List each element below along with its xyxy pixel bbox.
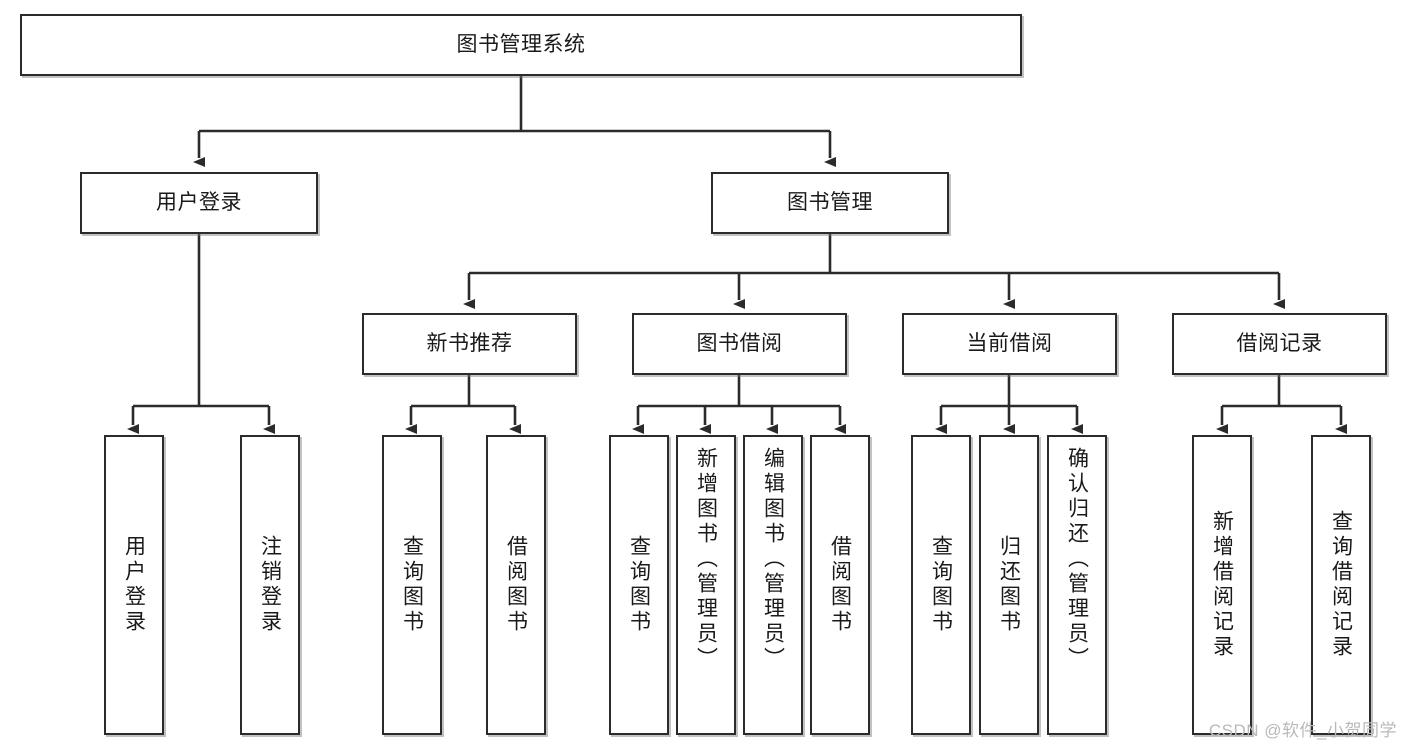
leaf-user-logout-label: 注销登录	[258, 535, 282, 635]
node-borrow-record[interactable]: 借阅记录	[1172, 313, 1387, 375]
watermark-text: CSDN @软件_小贺同学	[1208, 721, 1397, 740]
leaf-query-book-2-label: 查询图书	[627, 535, 651, 635]
node-book-manage[interactable]: 图书管理	[711, 172, 949, 234]
leaf-borrow-book-1-label: 借阅图书	[504, 535, 528, 635]
leaf-add-record-label: 新增借阅记录	[1210, 510, 1234, 660]
leaf-confirm-return-label: 确认归还（管理员）	[1065, 447, 1089, 672]
node-root-label: 图书管理系统	[456, 32, 586, 56]
node-current-borrow[interactable]: 当前借阅	[902, 313, 1117, 375]
node-current-borrow-label: 当前借阅	[966, 331, 1053, 355]
node-borrow-record-label: 借阅记录	[1236, 331, 1323, 355]
leaf-borrow-book-2-label: 借阅图书	[828, 535, 852, 635]
node-new-book-recommend-label: 新书推荐	[426, 331, 513, 355]
leaf-user-login[interactable]: 用户登录	[104, 435, 164, 735]
leaf-add-book[interactable]: 新增图书（管理员）	[676, 435, 736, 735]
leaf-query-book-1-label: 查询图书	[400, 535, 424, 635]
leaf-query-record-label: 查询借阅记录	[1329, 510, 1353, 660]
leaf-add-book-label: 新增图书（管理员）	[694, 447, 718, 672]
leaf-query-book-2[interactable]: 查询图书	[609, 435, 669, 735]
leaf-borrow-book-1[interactable]: 借阅图书	[486, 435, 546, 735]
node-book-borrow[interactable]: 图书借阅	[632, 313, 847, 375]
node-user-login-label: 用户登录	[156, 190, 242, 214]
leaf-return-book[interactable]: 归还图书	[979, 435, 1039, 735]
leaf-edit-book[interactable]: 编辑图书（管理员）	[743, 435, 803, 735]
leaf-query-record[interactable]: 查询借阅记录	[1311, 435, 1371, 735]
leaf-query-book-3-label: 查询图书	[929, 535, 953, 635]
leaf-confirm-return[interactable]: 确认归还（管理员）	[1047, 435, 1107, 735]
leaf-edit-book-label: 编辑图书（管理员）	[761, 447, 785, 672]
leaf-return-book-label: 归还图书	[997, 535, 1021, 635]
leaf-user-logout[interactable]: 注销登录	[240, 435, 300, 735]
leaf-user-login-label: 用户登录	[122, 535, 146, 635]
leaf-query-book-3[interactable]: 查询图书	[911, 435, 971, 735]
node-new-book-recommend[interactable]: 新书推荐	[362, 313, 577, 375]
leaf-query-book-1[interactable]: 查询图书	[382, 435, 442, 735]
leaf-borrow-book-2[interactable]: 借阅图书	[810, 435, 870, 735]
node-book-manage-label: 图书管理	[787, 190, 873, 214]
leaf-add-record[interactable]: 新增借阅记录	[1192, 435, 1252, 735]
node-book-borrow-label: 图书借阅	[696, 331, 783, 355]
node-user-login[interactable]: 用户登录	[80, 172, 318, 234]
node-root[interactable]: 图书管理系统	[20, 14, 1022, 76]
